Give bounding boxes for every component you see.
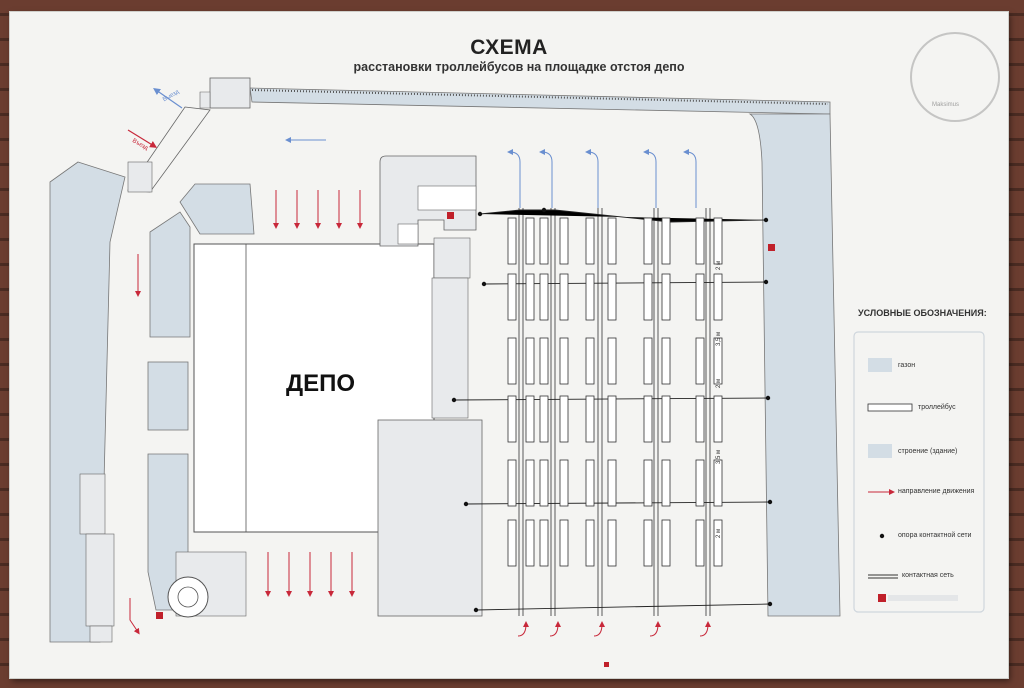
trolleybus-slot: [607, 459, 617, 507]
trolleybus-slot: [713, 519, 723, 567]
trolleybus-slot: [539, 217, 549, 265]
trolleybus-slot: [559, 217, 569, 265]
trolleybus-slot: [695, 519, 705, 567]
lane-exit-arrows: [507, 149, 697, 208]
overhead-lines-vertical: [518, 208, 711, 616]
entry-arrow: [127, 129, 158, 148]
trolleybus-slot: [559, 395, 569, 443]
dimension-label: 2 м: [716, 528, 722, 538]
exit-arrow: [153, 87, 183, 109]
trolleybus-slot: [661, 519, 671, 567]
trolleybus-slot: [643, 395, 653, 443]
trolleybus-slot: [525, 337, 535, 385]
marker-1: [447, 212, 454, 219]
trolleybus-slot: [661, 337, 671, 385]
trolleybus-slot: [585, 337, 595, 385]
trolleybus-slot: [539, 395, 549, 443]
trolleybus-slot: [695, 459, 705, 507]
trolleybus-slot: [525, 273, 535, 321]
trolleybus-slot: [525, 459, 535, 507]
lawn-left-upper: [149, 211, 191, 338]
scheme-title: СХЕМА: [470, 36, 548, 59]
trolleybus-slot: [607, 337, 617, 385]
trolleybus-slot: [507, 519, 517, 567]
dimension-label: 2 м: [716, 378, 722, 388]
watermark-text: Maksimus: [932, 102, 960, 108]
legend-overhead-line: контактная сеть: [902, 572, 954, 579]
trolleybus-slot: [539, 519, 549, 567]
trolleybus-slot: [661, 459, 671, 507]
trolleybus-slot: [713, 217, 723, 265]
marker-3: [156, 612, 163, 619]
trolleybus-slots: [507, 217, 723, 567]
direction-arrows-top: [135, 190, 363, 297]
trolleybus-slot: [643, 459, 653, 507]
marker-2: [768, 244, 775, 251]
legend-pole: опора контактной сети: [898, 532, 972, 539]
trolleybus-slot: [525, 217, 535, 265]
building-annex-bottom: [377, 419, 483, 617]
lawn-top-left-block: [179, 183, 255, 235]
depot-scheme-diagram: [49, 77, 985, 667]
trolleybus-slot: [507, 217, 517, 265]
trolleybus-slot: [661, 217, 671, 265]
depot-label: ДЕПО: [286, 370, 356, 397]
trolleybus-slot: [643, 273, 653, 321]
dimension-label: 2 м: [716, 260, 722, 270]
trolleybus-slot: [507, 395, 517, 443]
trolleybus-slot: [525, 395, 535, 443]
trolleybus-slot: [559, 337, 569, 385]
trolleybus-slot: [585, 519, 595, 567]
trolleybus-slot: [607, 273, 617, 321]
sign-board: СХЕМА расстановки троллейбусов на площад…: [10, 12, 1008, 678]
trolleybus-slot: [695, 217, 705, 265]
trolleybus-slot: [507, 337, 517, 385]
trolleybus-slot: [525, 519, 535, 567]
legend-lawn: газон: [898, 362, 916, 369]
trolleybus-slot: [507, 273, 517, 321]
trolleybus-slot: [695, 337, 705, 385]
trolleybus-slot: [585, 459, 595, 507]
lawn-right-strip: [748, 113, 841, 617]
trolleybus-slot: [713, 395, 723, 443]
dimension-label: 3,5 м: [716, 331, 722, 346]
trolleybus-slot: [643, 337, 653, 385]
trolleybus-slot: [643, 519, 653, 567]
dimension-label: 3,5 м: [716, 449, 722, 464]
trolleybus-slot: [507, 459, 517, 507]
trolleybus-slot: [713, 459, 723, 507]
trolleybus-slot: [559, 273, 569, 321]
trolleybus-slot: [539, 337, 549, 385]
trolleybus-slot: [607, 217, 617, 265]
trolleybus-slot: [607, 519, 617, 567]
trolleybus-slot: [661, 273, 671, 321]
legend-building: строение (здание): [898, 448, 958, 455]
trolleybus-slot: [585, 273, 595, 321]
trolleybus-slot: [713, 273, 723, 321]
trolleybus-slot: [559, 519, 569, 567]
trolleybus-slot: [539, 459, 549, 507]
lawn-left-middle: [147, 361, 189, 431]
trolleybus-slot: [643, 217, 653, 265]
trolleybus-slot: [695, 273, 705, 321]
trolleybus-slot: [585, 217, 595, 265]
legend-box: [853, 331, 985, 613]
direction-arrows-bottom: [129, 552, 355, 635]
trolleybus-slot: [539, 273, 549, 321]
scheme-subtitle: расстановки троллейбусов на площадке отс…: [353, 60, 685, 74]
trolleybus-slot: [713, 337, 723, 385]
legend-trolleybus: троллейбус: [918, 404, 956, 411]
guard-building: [209, 77, 251, 109]
trolleybus-slot: [695, 395, 705, 443]
trolleybus-slot: [661, 395, 671, 443]
trolleybus-slot: [559, 459, 569, 507]
trolleybus-slot: [585, 395, 595, 443]
trolleybus-slot: [607, 395, 617, 443]
watermark-stamp: [910, 32, 1000, 122]
contact-poles: [451, 207, 773, 613]
legend-title: УСЛОВНЫЕ ОБОЗНАЧЕНИЯ:: [858, 308, 987, 318]
lawn-top-strip: [249, 87, 831, 115]
lane-entry-arrows: [517, 621, 711, 637]
legend-direction: направление движения: [898, 488, 975, 495]
